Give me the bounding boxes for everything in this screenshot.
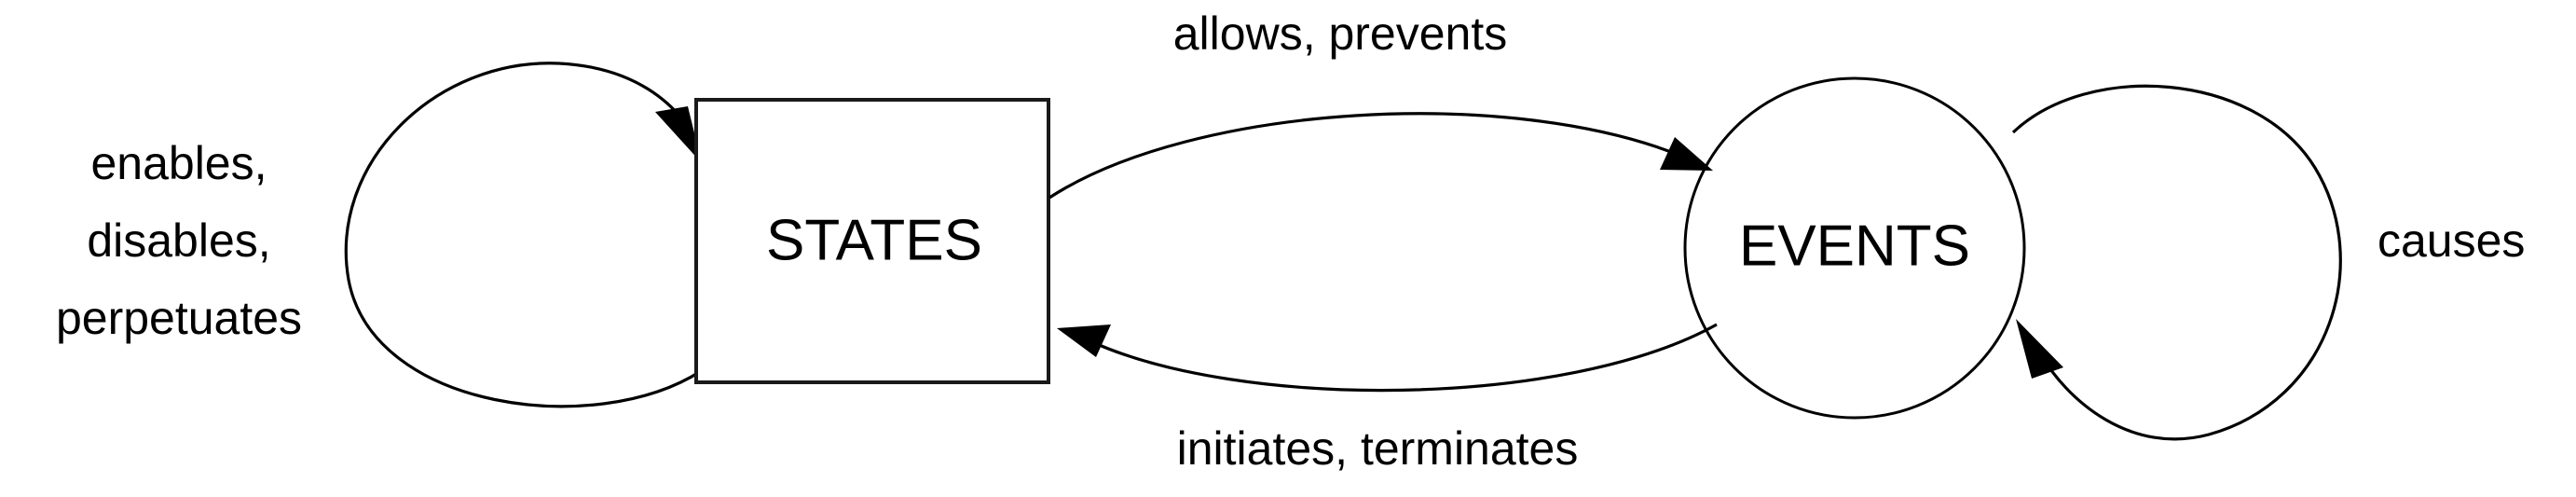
events-self-loop-arc [2011,84,2342,441]
states-node-label: STATES [766,208,982,272]
states-to-events-arrowhead [1660,137,1713,171]
states-self-loop-arrowhead [655,106,702,163]
states-to-events-arc [1048,112,1684,200]
events-to-states-edge[interactable]: initiates, terminates [1057,323,1718,475]
states-node[interactable]: STATES [694,98,1050,384]
events-node-label: EVENTS [1739,214,1970,278]
events-node[interactable]: EVENTS [1683,76,2026,420]
events-self-loop-edge[interactable]: causes [2011,84,2525,441]
states-self-loop-label: enables, disables, perpetuates [56,137,302,344]
states-self-loop-label-line-1: enables, [90,137,267,189]
states-self-loop-label-line-2: disables, [87,214,270,267]
events-to-states-label: initiates, terminates [1177,422,1579,475]
events-to-states-arrowhead [1057,324,1111,357]
states-self-loop-edge[interactable] [344,62,702,408]
states-to-events-edge[interactable]: allows, prevents [1048,7,1713,200]
states-node-rect [694,98,1050,384]
states-self-loop-arc [344,62,702,408]
events-node-circle [1683,76,2026,420]
states-to-events-label: allows, prevents [1173,7,1508,60]
events-to-states-arc [1088,323,1718,393]
events-self-loop-label: causes [2377,214,2525,267]
states-self-loop-label-line-3: perpetuates [56,292,302,344]
events-self-loop-arrowhead [2016,319,2063,379]
